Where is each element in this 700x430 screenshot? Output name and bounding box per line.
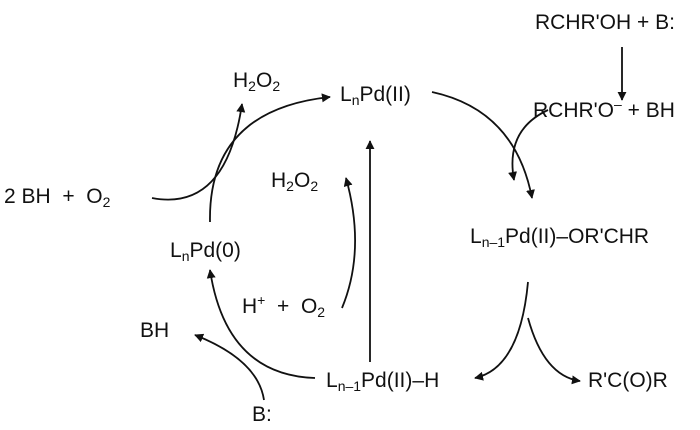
arrow-base-to-bh [194, 333, 265, 401]
arrow-hydride-to-pd0 [206, 269, 316, 379]
h2o2-inner: H2O2 [271, 169, 319, 194]
reoxidation-reagents: 2 BH + O2 [4, 185, 111, 210]
proton-plus-oxygen: H+ + O2 [242, 292, 326, 320]
arrow-pdii-to-alkoxide-complex [431, 91, 535, 199]
arrow-o2-to-h2o2 [151, 103, 246, 201]
pd-ii-species: LnPd(II) [340, 83, 411, 108]
arrow-alkoxide-enters [508, 109, 549, 181]
h2o2-left: H2O2 [233, 69, 281, 94]
alcohol-plus-base: RCHR'OH + B: [535, 11, 675, 34]
base-reagent: B: [252, 403, 272, 426]
ketone-product: R'C(O)R [588, 369, 668, 392]
pd-hydride-complex: Ln–1Pd(II)–H [326, 369, 440, 394]
arrow-proton-o2-to-h2o2 [341, 177, 356, 309]
arrow-alkoxide-to-hydride [474, 281, 529, 381]
arrow-ketone-release [527, 317, 581, 385]
pd-alkoxide-complex: Ln–1Pd(II)–OR'CHR [470, 225, 650, 250]
bh-byproduct: BH [140, 319, 170, 342]
pd-0-species: LnPd(0) [170, 239, 241, 264]
arrow-pd0-to-pdii [209, 93, 331, 223]
alkoxide-plus-bh: RCHR'O– + BH [533, 96, 675, 122]
